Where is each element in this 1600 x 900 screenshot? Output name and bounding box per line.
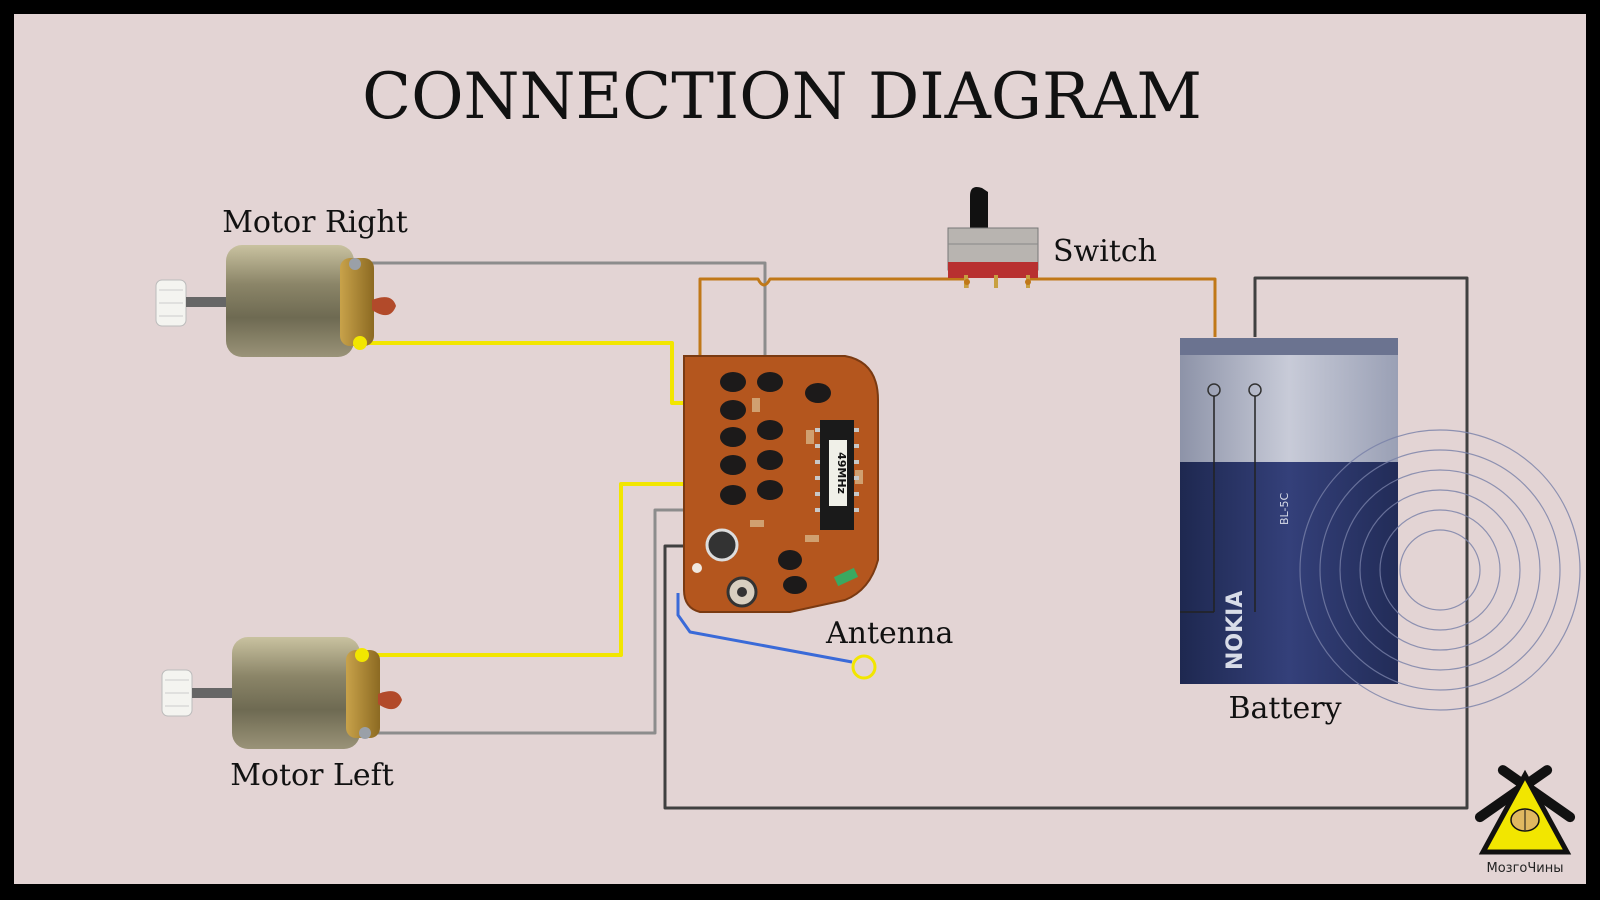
motor-right xyxy=(155,245,396,357)
wire-gray-motor-right xyxy=(360,261,767,365)
wire-orange-switch-to-battery xyxy=(1026,277,1217,337)
antenna-label: Antenna xyxy=(825,616,953,651)
brain-wrench-logo-icon: МозгоЧины xyxy=(1474,765,1576,876)
slide-switch-icon xyxy=(947,187,1039,288)
page-title: CONNECTION DIAGRAM xyxy=(362,60,1202,134)
battery-label: Battery xyxy=(1228,691,1341,726)
switch-label: Switch xyxy=(1053,234,1157,269)
wire-orange-pcb-to-switch xyxy=(698,277,969,365)
wire-yellow-motor-right xyxy=(360,341,684,405)
battery-icon: NOKIA BL-5C xyxy=(1180,338,1581,711)
motor-left-label: Motor Left xyxy=(230,758,394,793)
wires xyxy=(360,261,1469,810)
antenna-ring-icon xyxy=(851,654,877,680)
pcb-chip-label: 49MHz xyxy=(835,452,848,494)
battery-model-text: BL-5C xyxy=(1278,493,1291,525)
wire-dark-ground xyxy=(663,276,1469,810)
wire-gray-motor-left xyxy=(365,508,685,735)
motor-body-icon xyxy=(232,637,360,749)
logo-text: МозгоЧины xyxy=(1487,861,1564,876)
motor-body-icon xyxy=(226,245,354,357)
pcb-board-icon: 49MHz xyxy=(683,355,879,613)
motor-left xyxy=(161,637,402,749)
motor-right-label: Motor Right xyxy=(222,205,408,240)
wire-blue-antenna xyxy=(676,593,853,664)
wire-yellow-motor-left xyxy=(362,482,685,657)
battery-brand-text: NOKIA xyxy=(1223,591,1248,670)
